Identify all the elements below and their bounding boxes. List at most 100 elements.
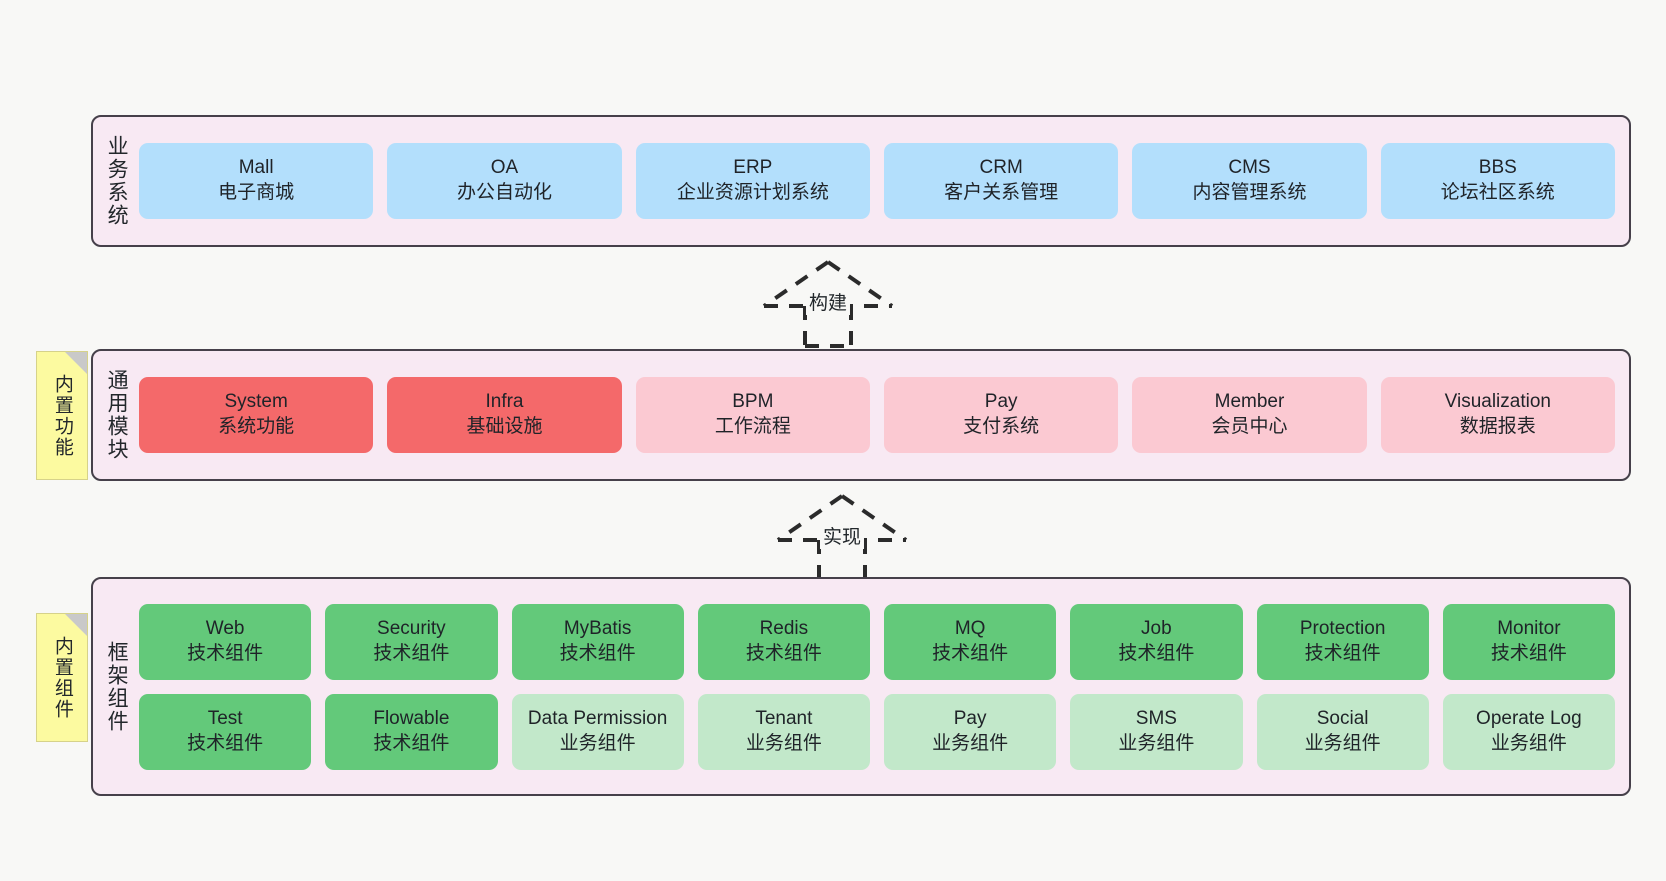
card-subtitle-cn: 业务组件	[1490, 732, 1567, 754]
card-subtitle-cn: 技术组件	[373, 732, 450, 754]
note-fold-corner-icon	[65, 352, 87, 374]
note-builtin-function-label: 内置功能	[51, 373, 73, 458]
card-tenant[interactable]: Tenant 业务组件	[697, 693, 870, 770]
card-subtitle-cn: 业务组件	[745, 732, 822, 754]
card-crm[interactable]: CRM 客户关系管理	[883, 143, 1119, 219]
card-title-en: Tenant	[755, 707, 813, 729]
connector-build-arrow	[762, 260, 894, 348]
card-redis[interactable]: Redis 技术组件	[697, 603, 870, 680]
card-title-en: CRM	[979, 157, 1023, 179]
card-operate-log[interactable]: Operate Log 业务组件	[1442, 693, 1615, 770]
connector-build-label: 构建	[805, 288, 851, 315]
card-subtitle-cn: 业务组件	[932, 732, 1009, 754]
card-bpm[interactable]: BPM 工作流程	[635, 377, 870, 453]
card-title-en: Pay	[953, 707, 987, 729]
card-infra[interactable]: Infra 基础设施	[387, 377, 622, 453]
card-subtitle-cn: 基础设施	[466, 416, 543, 437]
card-subtitle-cn: 技术组件	[932, 642, 1009, 664]
card-title-en: ERP	[733, 157, 773, 179]
card-title-en: CMS	[1228, 157, 1271, 179]
card-subtitle-cn: 电子商城	[218, 182, 295, 203]
card-subtitle-cn: 业务组件	[1118, 732, 1195, 754]
layer-framework-component-title: 框架组件	[105, 640, 129, 733]
card-sms[interactable]: SMS 业务组件	[1070, 693, 1243, 770]
card-title-en: Member	[1214, 391, 1285, 413]
card-mybatis[interactable]: MyBatis 技术组件	[511, 603, 684, 680]
card-bbs[interactable]: BBS 论坛社区系统	[1380, 143, 1615, 219]
card-subtitle-cn: 数据报表	[1459, 416, 1536, 437]
card-subtitle-cn: 会员中心	[1211, 416, 1288, 437]
card-title-en: Mall	[238, 157, 274, 179]
card-title-en: Operate Log	[1476, 707, 1582, 729]
card-title-en: Social	[1316, 707, 1369, 729]
card-title-en: Infra	[485, 391, 524, 413]
card-title-en: System	[224, 391, 288, 413]
card-title-en: MQ	[954, 617, 986, 639]
card-title-en: Web	[205, 617, 245, 639]
card-mq[interactable]: MQ 技术组件	[884, 603, 1057, 680]
card-title-en: Data Permission	[527, 707, 668, 729]
card-subtitle-cn: 技术组件	[187, 732, 264, 754]
card-subtitle-cn: 系统功能	[218, 416, 295, 437]
card-title-en: Flowable	[373, 707, 450, 729]
card-title-en: OA	[490, 157, 519, 179]
card-subtitle-cn: 技术组件	[1490, 642, 1567, 664]
card-mall[interactable]: Mall 电子商城	[139, 143, 374, 219]
card-subtitle-cn: 业务组件	[1304, 732, 1381, 754]
card-subtitle-cn: 技术组件	[745, 642, 822, 664]
card-title-en: Test	[207, 707, 243, 729]
card-subtitle-cn: 工作流程	[714, 416, 791, 437]
card-erp[interactable]: ERP 企业资源计划系统	[635, 143, 870, 219]
layer-common-module-title: 通用模块	[105, 369, 129, 461]
card-pay[interactable]: Pay 业务组件	[884, 693, 1057, 770]
card-title-en: SMS	[1135, 707, 1177, 729]
card-subtitle-cn: 技术组件	[559, 642, 636, 664]
card-title-en: BPM	[732, 391, 774, 413]
card-title-en: Redis	[759, 617, 809, 639]
card-test[interactable]: Test 技术组件	[139, 693, 312, 770]
card-subtitle-cn: 论坛社区系统	[1440, 182, 1555, 203]
card-flowable[interactable]: Flowable 技术组件	[325, 693, 498, 770]
note-builtin-component-label: 内置组件	[51, 635, 73, 720]
note-fold-corner-icon	[65, 614, 87, 636]
card-subtitle-cn: 技术组件	[1118, 642, 1195, 664]
card-subtitle-cn: 技术组件	[1304, 642, 1381, 664]
card-title-en: Pay	[984, 391, 1018, 413]
card-title-en: Protection	[1299, 617, 1386, 639]
card-data-permission[interactable]: Data Permission 业务组件	[511, 693, 684, 770]
card-system[interactable]: System 系统功能	[139, 377, 374, 453]
card-title-en: BBS	[1478, 157, 1517, 179]
card-subtitle-cn: 企业资源计划系统	[676, 182, 829, 203]
connector-implement: 实现	[772, 492, 912, 582]
card-protection[interactable]: Protection 技术组件	[1256, 603, 1429, 680]
card-member[interactable]: Member 会员中心	[1132, 377, 1367, 453]
card-title-en: MyBatis	[563, 617, 632, 639]
card-visualization[interactable]: Visualization 数据报表	[1380, 377, 1615, 453]
card-social[interactable]: Social 业务组件	[1256, 693, 1429, 770]
card-subtitle-cn: 客户关系管理	[944, 182, 1059, 203]
card-title-en: Job	[1141, 617, 1172, 639]
card-subtitle-cn: 业务组件	[559, 732, 636, 754]
card-job[interactable]: Job 技术组件	[1070, 603, 1243, 680]
card-title-en: Visualization	[1444, 391, 1551, 413]
note-builtin-component: 内置组件	[36, 613, 88, 742]
connector-build: 构建	[758, 258, 898, 348]
layer-business-system-title: 业务系统	[105, 135, 129, 227]
note-builtin-function: 内置功能	[36, 351, 88, 480]
